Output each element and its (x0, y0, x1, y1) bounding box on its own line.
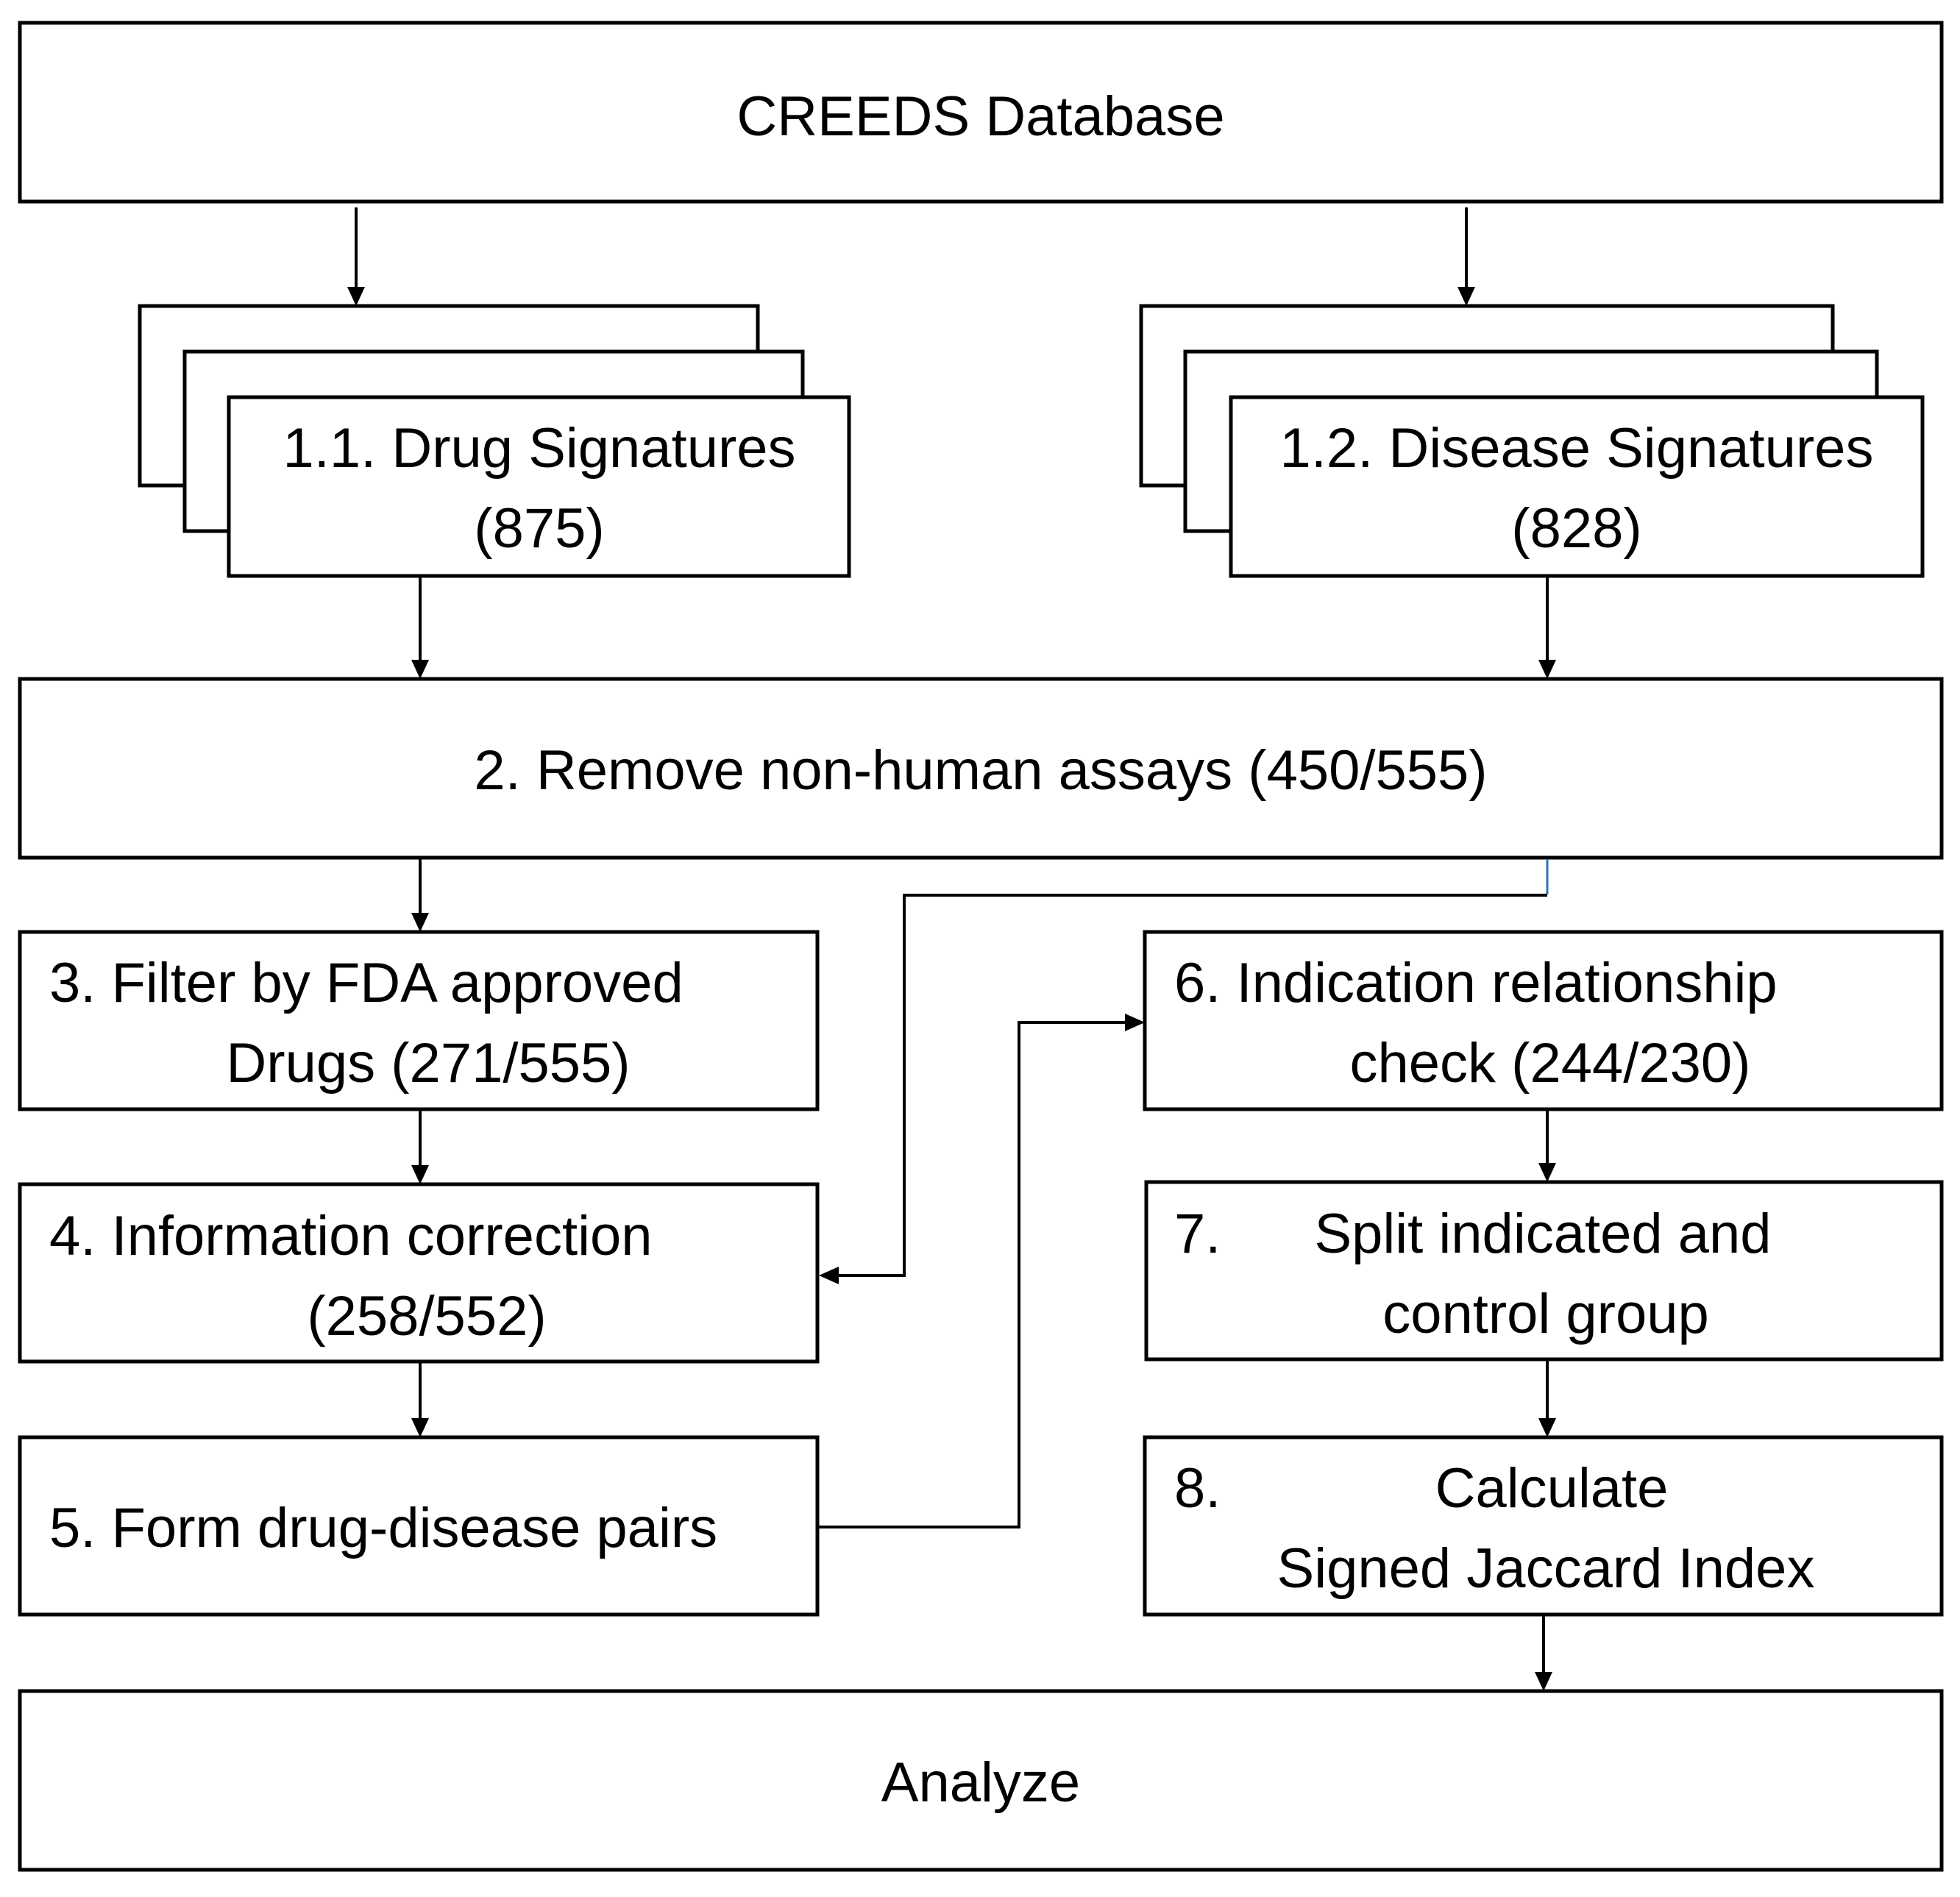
drug-signatures-node: 1.1. Drug Signatures (875) (138, 304, 851, 578)
creeds-database-node: CREEDS Database (18, 21, 1944, 204)
step-2-node: 2. Remove non-human assays (450/555) (18, 677, 1944, 860)
step-3-line-2: Drugs (271/555) (226, 1032, 630, 1095)
step-3-node: 3. Filter by FDA approved Drugs (271/555… (18, 930, 820, 1111)
disease-signatures-count: (828) (1511, 497, 1641, 560)
arrow-creeds-to-disease-signatures (1457, 207, 1475, 306)
step-3-line-1: 3. Filter by FDA approved (49, 952, 683, 1014)
step-8-line-1: Calculate (1435, 1457, 1669, 1520)
step-4-line-1: 4. Information correction (49, 1205, 653, 1267)
step-4-node: 4. Information correction (258/552) (18, 1182, 820, 1364)
step-7-node: 7. Split indicated and control group (1144, 1180, 1944, 1362)
drug-signatures-title: 1.1. Drug Signatures (283, 417, 795, 480)
drug-signatures-stack-front (227, 395, 851, 578)
arrow-disease-signatures-to-step-2 (1538, 577, 1556, 679)
analyze-node: Analyze (18, 1689, 1944, 1872)
arrow-creeds-to-drug-signatures (347, 207, 365, 306)
arrow-step-5-to-step-6 (819, 1014, 1145, 1528)
disease-signatures-node: 1.2. Disease Signatures (828) (1139, 304, 1925, 578)
step-8-node: 8. Calculate Signed Jaccard Index (1143, 1435, 1944, 1617)
disease-signatures-stack-front (1229, 395, 1925, 578)
step-7-number: 7. (1174, 1203, 1221, 1265)
step-6-node: 6. Indication relationship check (244/23… (1143, 930, 1944, 1111)
arrow-step-8-to-analyze (1535, 1616, 1552, 1691)
arrow-step-2-to-step-4 (819, 859, 1549, 1284)
step-4-line-2: (258/552) (307, 1285, 546, 1348)
arrow-step-4-to-step-5 (411, 1363, 429, 1437)
step-7-line-2: control group (1382, 1283, 1709, 1345)
step-6-line-1: 6. Indication relationship (1174, 952, 1778, 1014)
creeds-database-label: CREEDS Database (736, 85, 1224, 148)
arrow-step-7-to-step-8 (1538, 1361, 1556, 1437)
step-8-number: 8. (1174, 1457, 1221, 1520)
arrow-step-6-to-step-7 (1538, 1111, 1556, 1182)
drug-signatures-count: (875) (474, 497, 604, 560)
arrow-step-3-to-step-4 (411, 1111, 429, 1184)
step-7-line-1: Split indicated and (1314, 1203, 1771, 1265)
step-2-label: 2. Remove non-human assays (450/555) (474, 739, 1487, 802)
analyze-label: Analyze (881, 1751, 1080, 1814)
step-8-line-2: Signed Jaccard Index (1277, 1537, 1815, 1600)
disease-signatures-title: 1.2. Disease Signatures (1280, 417, 1874, 480)
arrow-drug-signatures-to-step-2 (411, 577, 429, 679)
arrow-step-2-to-step-3 (411, 859, 429, 932)
step-6-line-2: check (244/230) (1350, 1032, 1751, 1095)
step-5-node: 5. Form drug-disease pairs (18, 1435, 820, 1617)
step-5-label: 5. Form drug-disease pairs (49, 1497, 717, 1559)
